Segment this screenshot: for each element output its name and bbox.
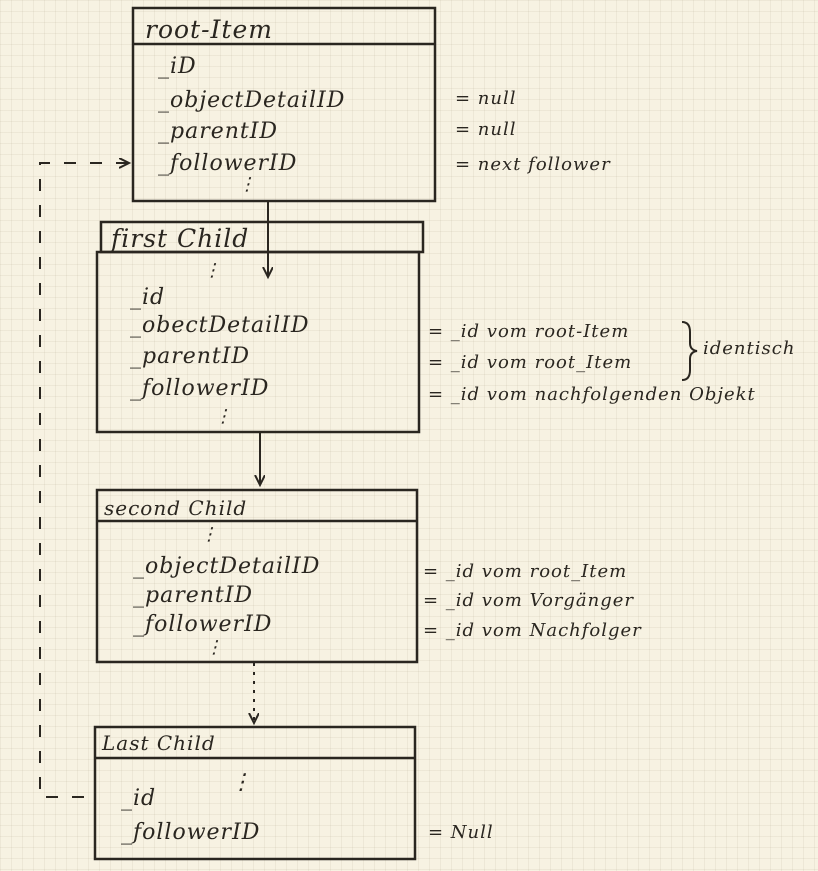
first-child-note-parentid: = _id vom root_Item xyxy=(428,352,633,373)
second-child-box xyxy=(95,488,419,664)
root-item-field-parentid: _parentID xyxy=(158,119,279,144)
last-child-field-id: _id xyxy=(121,786,157,811)
first-child-ellipsis-top: ⋮ xyxy=(203,260,221,281)
first-child-note-obectdetailid: = _id vom root-Item xyxy=(428,321,630,342)
last-child-field-followerid: _followerID xyxy=(121,820,261,845)
first-child-ellipsis-bottom: ⋮ xyxy=(214,406,232,427)
second-child-ellipsis-bottom: ⋮ xyxy=(205,637,223,658)
last-child-ellipsis: ⋮ xyxy=(230,770,252,795)
second-child-field-parentid: _parentID xyxy=(133,583,254,608)
root-item-note-objectdetailid: = null xyxy=(455,88,517,109)
second-child-field-objectdetailid: _objectDetailID xyxy=(133,554,321,579)
first-child-field-id: _id xyxy=(130,285,166,310)
first-child-brace-note: identisch xyxy=(703,338,796,359)
root-item-field-followerid: _followerID xyxy=(158,151,298,176)
first-child-note-followerid: = _id vom nachfolgenden Objekt xyxy=(428,384,756,405)
root-item-field-objectdetailid: _objectDetailID xyxy=(158,88,346,113)
root-item-note-parentid: = null xyxy=(455,119,517,140)
first-child-field-parentid: _parentID xyxy=(130,344,251,369)
root-item-ellipsis: ⋮ xyxy=(238,174,256,195)
root-item-title: root-Item xyxy=(145,15,273,44)
second-child-note-followerid: = _id vom Nachfolger xyxy=(423,620,642,641)
first-child-field-obectdetailid: _obectDetailID xyxy=(130,313,310,338)
second-child-ellipsis-top: ⋮ xyxy=(200,524,218,545)
identisch-brace xyxy=(681,321,698,381)
second-child-note-objectdetailid: = _id vom root_Item xyxy=(423,561,628,582)
last-child-box xyxy=(93,725,417,861)
first-child-field-followerid: _followerID xyxy=(130,376,270,401)
first-child-title: first Child xyxy=(111,224,250,253)
root-item-box xyxy=(131,6,437,203)
second-child-title: second Child xyxy=(104,496,248,520)
dashed-loop-arrow xyxy=(39,163,128,798)
first-child-box xyxy=(95,250,421,434)
root-item-field-id: _iD xyxy=(158,54,197,79)
second-child-field-followerid: _followerID xyxy=(133,612,273,637)
last-child-note-followerid: = Null xyxy=(428,822,494,843)
root-item-note-followerid: = next follower xyxy=(455,154,611,175)
last-child-title: Last Child xyxy=(102,731,216,755)
second-child-note-parentid: = _id vom Vorgänger xyxy=(423,590,635,611)
